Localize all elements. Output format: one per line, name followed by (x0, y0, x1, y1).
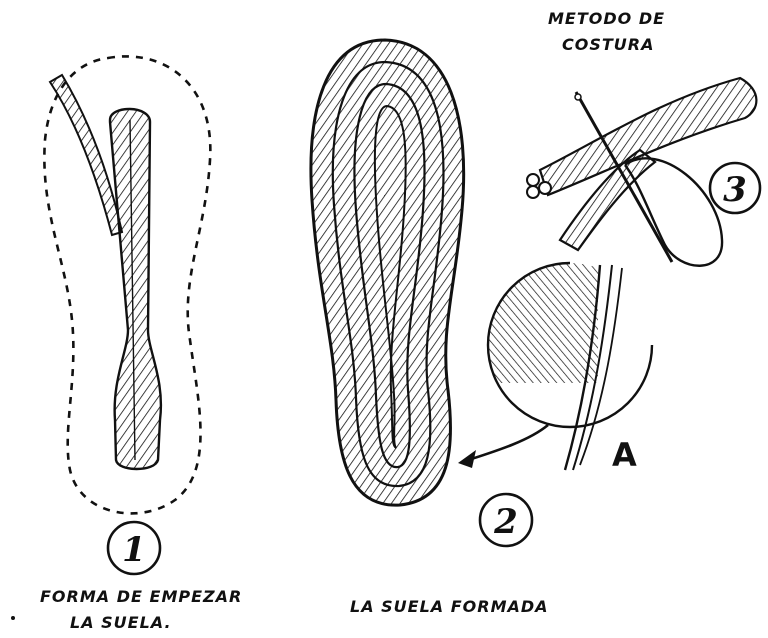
rope-core (110, 109, 161, 469)
figure-3-number: 3 (723, 170, 747, 210)
figure-3-sewing-method: METODO DE COSTURA 3 (527, 9, 760, 266)
detail-arrow (462, 425, 548, 462)
rope-end-strand-1 (527, 174, 539, 186)
figure-1-number: 1 (122, 530, 146, 570)
figure-2-caption: LA SUELA FORMADA (350, 597, 549, 616)
figure-3-title-line-2: COSTURA (562, 35, 654, 54)
figure-1-caption-line-1: FORMA DE EMPEZAR (40, 587, 242, 606)
figure-3-title-line-1: METODO DE (548, 9, 665, 28)
figure-1-caption-line-2: LA SUELA. (70, 613, 172, 632)
rope-loose-end (50, 75, 122, 235)
stray-dot (11, 616, 15, 620)
detail-arrow-head (458, 450, 476, 468)
figure-2-number: 2 (493, 502, 518, 542)
rope-end-strand-2 (539, 182, 551, 194)
sole-outer-coil (311, 40, 464, 505)
rope-end-strand-3 (527, 186, 539, 198)
detail-label-a: A (612, 436, 637, 474)
figure-2-formed-sole: A 2 LA SUELA FORMADA (311, 40, 652, 616)
figure-1-start-sole: 1 FORMA DE EMPEZAR LA SUELA. (40, 56, 242, 632)
needle-eye (575, 94, 581, 100)
